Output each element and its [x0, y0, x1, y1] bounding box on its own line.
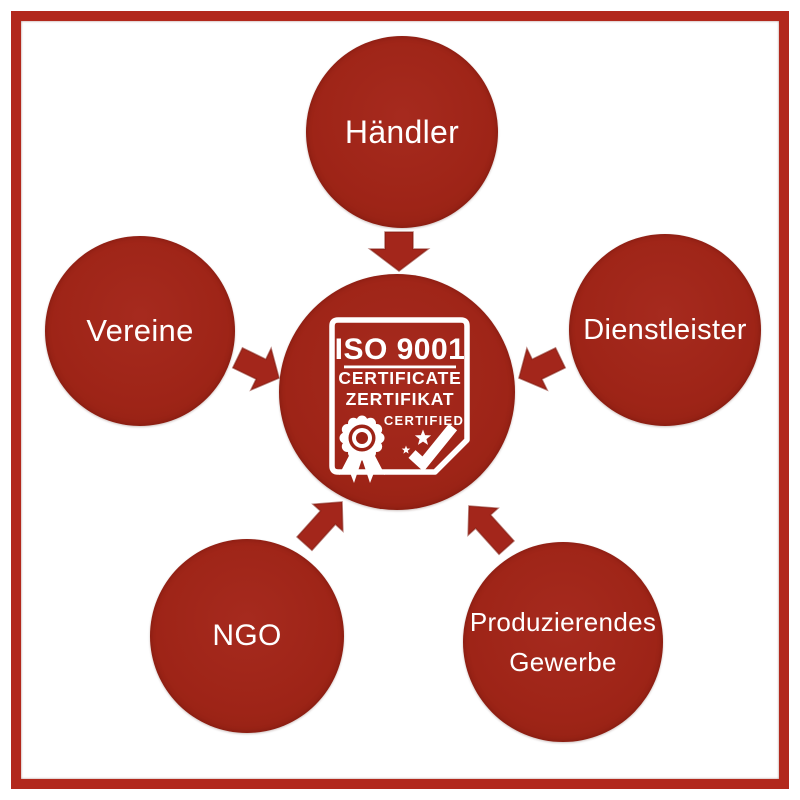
certified-label: CERTIFIED: [384, 413, 464, 428]
outer-frame: [11, 11, 789, 789]
node-produzierendes-gewerbe-label-line2: Gewerbe: [509, 647, 617, 677]
node-produzierendes-gewerbe-label-line1: Produzierendes: [469, 606, 657, 637]
node-iso-9001-center: ISO 9001 CERTIFICATE ZERTIFIKAT CERTIFIE…: [279, 274, 515, 510]
checkmark-icon: [408, 423, 458, 472]
node-ngo-label: NGO: [212, 619, 282, 652]
certificate-label: CERTIFICATE: [338, 368, 461, 388]
iso-9001-label: ISO 9001: [335, 333, 466, 366]
certificate-page-icon: [329, 317, 470, 475]
star-icon: [414, 429, 432, 445]
node-produzierendes-gewerbe: Produzierendes Gewerbe: [463, 542, 663, 742]
node-ngo: NGO: [150, 539, 344, 733]
zertifikat-label: ZERTIFIKAT: [346, 389, 455, 409]
node-dienstleister-label: Dienstleister: [583, 313, 747, 346]
node-vereine-label: Vereine: [86, 313, 194, 348]
node-vereine: Vereine: [45, 236, 235, 426]
badge-divider: [344, 365, 456, 369]
node-dienstleister: Dienstleister: [569, 234, 761, 426]
node-haendler: Händler: [306, 36, 498, 228]
star-icon: [401, 445, 411, 454]
node-haendler-label: Händler: [344, 113, 460, 150]
rosette-center: [356, 432, 368, 444]
iso-9001-certificate-icon: ISO 9001 CERTIFICATE ZERTIFIKAT CERTIFIE…: [329, 317, 470, 483]
rosette-medal-icon: [339, 415, 385, 483]
